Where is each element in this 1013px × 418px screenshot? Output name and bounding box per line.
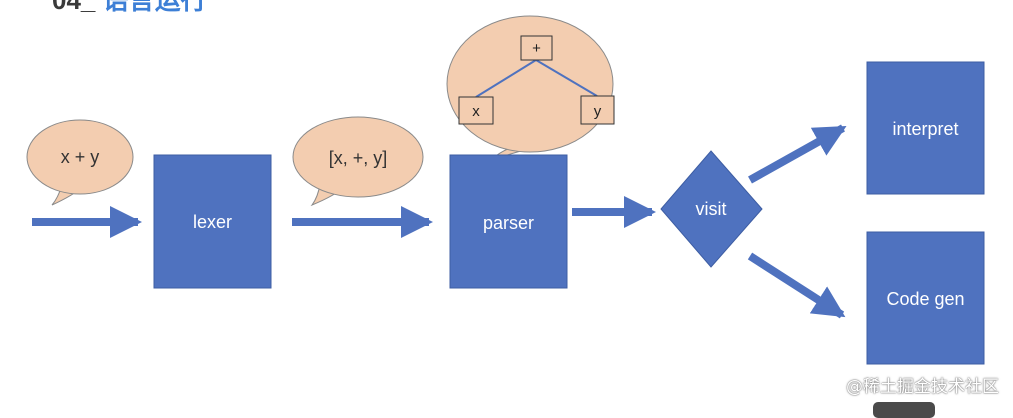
video-timer-pill	[873, 402, 935, 418]
lexer-box: lexer	[153, 154, 272, 289]
lexer-label: lexer	[193, 212, 232, 232]
ast-node-root	[520, 35, 553, 61]
arrow-visit-to-codegen	[747, 252, 846, 319]
ast-edge-left	[475, 59, 537, 98]
interpret-label: interpret	[892, 119, 958, 139]
slide-title-text: 语言运行	[102, 0, 207, 15]
source-bubble-label: x + y	[61, 147, 100, 167]
ast-node-left	[458, 96, 494, 125]
slide-title: 04_ 语言运行	[52, 0, 207, 14]
slide-title-number: 04_	[52, 0, 96, 15]
interpret-box: interpret	[866, 61, 985, 195]
parser-label: parser	[483, 213, 534, 233]
arrow-visit-to-interpret	[748, 124, 847, 184]
codegen-box: Code gen	[866, 231, 985, 365]
codegen-label: Code gen	[886, 289, 964, 309]
ast-node-right	[580, 95, 615, 125]
tokens-bubble-label: [x, +, y]	[329, 148, 388, 168]
ast-node-root-label: +	[532, 40, 541, 57]
ast-node-left-label: x	[472, 103, 480, 120]
visit-label: visit	[696, 199, 727, 219]
source-bubble: x + y	[26, 119, 134, 206]
ast-edge-right	[535, 59, 598, 97]
visit-diamond: visit	[660, 150, 763, 268]
tokens-bubble: [x, +, y]	[292, 116, 424, 207]
ast-bubble: + x y	[446, 15, 615, 160]
parser-box: parser	[449, 154, 568, 289]
watermark: @稀土掘金技术社区	[846, 377, 999, 397]
ast-node-right-label: y	[594, 103, 602, 120]
